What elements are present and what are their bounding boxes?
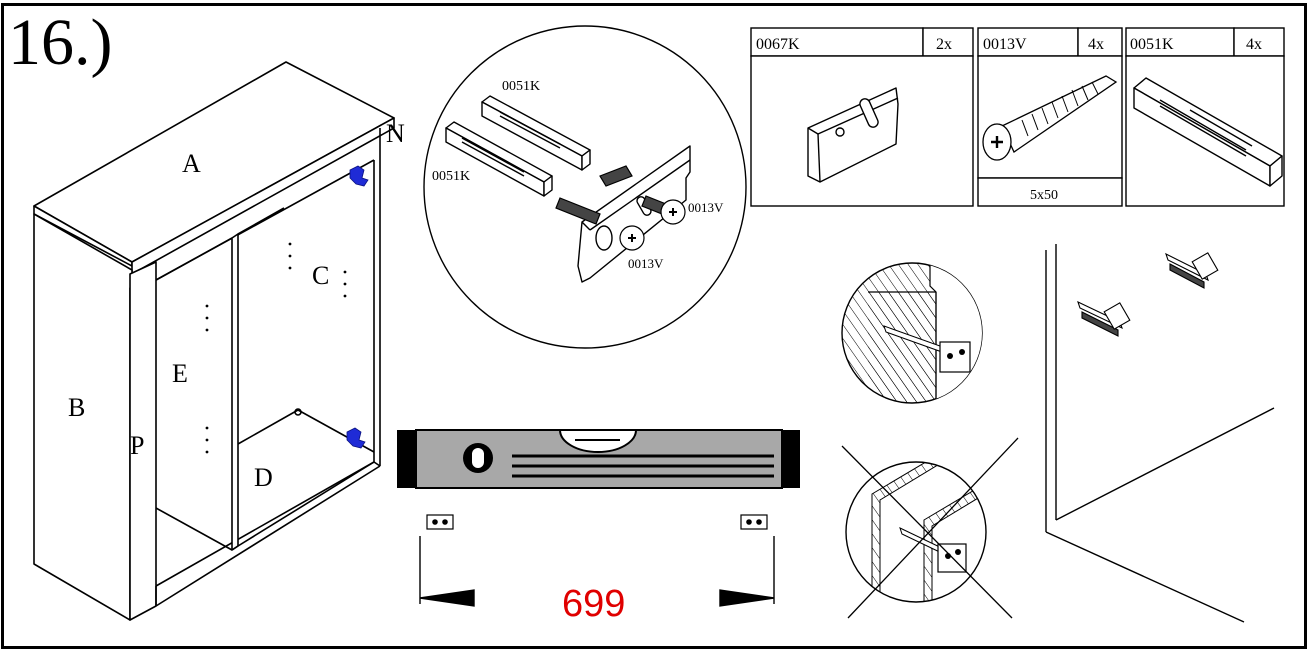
part-code-0067k: 0067K [756,36,800,53]
label-d: D [254,463,273,492]
screw-icon [555,165,686,251]
part-qty-0051k: 4x [1246,36,1262,53]
label-b: B [68,393,85,422]
bracket-icon [807,87,899,183]
parts-table-text: 0067K 2x 0013V 4x 0051K 4x 5x50 [756,36,1262,203]
part-qty-0013v: 4x [1088,36,1104,53]
part-size-0013v: 5x50 [1030,188,1058,203]
label-a: A [182,149,201,178]
detail-circle: 0051K 0051K 0013V 0013V [423,25,747,349]
spirit-level [397,429,800,489]
label-n: N [386,119,405,148]
label-p: P [130,431,144,460]
part-code-0051k: 0051K [1130,36,1174,53]
part-code-0013v: 0013V [983,36,1027,53]
distance-label: 699 [562,583,625,625]
screw-icon [982,75,1118,161]
detail-label-screw-right: 0013V [688,200,724,215]
detail-label-screw-bottom: 0013V [628,256,664,271]
wall-bracket-marker [426,514,768,530]
step-number: 16.) [8,6,113,79]
dowel-icon [1133,77,1283,187]
cabinet-illustration [33,61,395,621]
dimension-arrows [419,536,775,607]
hinge-icon [346,165,369,449]
cabinet-labels: A B C D E N P [68,119,405,492]
wall-detail-incorrect [841,437,1019,619]
part-qty-0067k: 2x [936,36,952,53]
wall-bracket-icon [1077,252,1219,337]
detail-label-dowel-top: 0051K [502,79,540,94]
label-c: C [312,261,329,290]
label-e: E [172,359,188,388]
detail-label-dowel-left: 0051K [432,169,470,184]
wall-corner-illustration [1045,244,1275,623]
wall-detail-correct [841,262,983,404]
page-border [1,3,1307,649]
